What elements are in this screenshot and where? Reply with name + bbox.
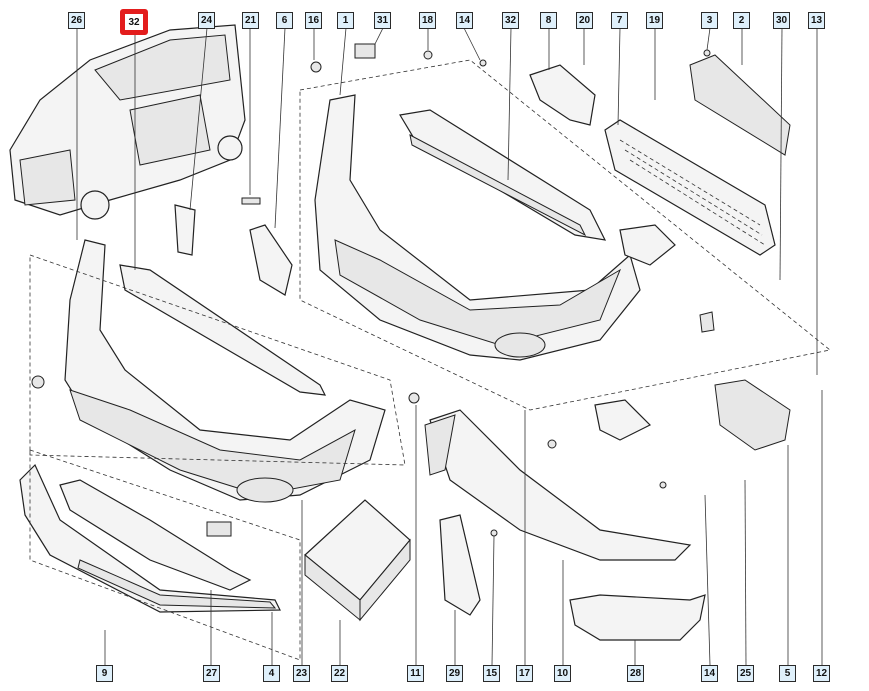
callout-32-top-10[interactable]: 32 xyxy=(502,12,519,29)
clip-small xyxy=(699,311,715,333)
callout-29-bottom-6[interactable]: 29 xyxy=(446,665,463,682)
callout-18-top-8[interactable]: 18 xyxy=(419,12,436,29)
callout-31-top-7[interactable]: 31 xyxy=(374,12,391,29)
assembly-outlines xyxy=(29,59,831,661)
callout-30-top-17[interactable]: 30 xyxy=(773,12,790,29)
callout-5-bottom-13[interactable]: 5 xyxy=(779,665,796,682)
front-bumper-lower xyxy=(64,239,386,503)
callout-10-bottom-9[interactable]: 10 xyxy=(554,665,571,682)
callout-21-top-3[interactable]: 21 xyxy=(242,12,259,29)
callout-4-bottom-2[interactable]: 4 xyxy=(263,665,280,682)
plate-bracket xyxy=(206,521,232,537)
callout-20-top-12[interactable]: 20 xyxy=(576,12,593,29)
leader-lines xyxy=(76,27,823,666)
callout-16-top-5[interactable]: 16 xyxy=(305,12,322,29)
callout-14-bottom-11[interactable]: 14 xyxy=(701,665,718,682)
callout-19-top-14[interactable]: 19 xyxy=(646,12,663,29)
callout-26-top-0[interactable]: 26 xyxy=(68,12,85,29)
bracket-24 xyxy=(174,204,196,256)
clip-group-right xyxy=(714,379,791,451)
bracket-8 xyxy=(529,64,596,126)
lower-beam-group xyxy=(424,399,692,561)
callout-7-top-13[interactable]: 7 xyxy=(611,12,628,29)
callout-1-top-6[interactable]: 1 xyxy=(337,12,354,29)
callout-8-top-11[interactable]: 8 xyxy=(540,12,557,29)
callout-22-bottom-4[interactable]: 22 xyxy=(331,665,348,682)
callout-25-bottom-12[interactable]: 25 xyxy=(737,665,754,682)
callout-32-top-1[interactable]: 32 xyxy=(120,9,148,35)
grille xyxy=(604,54,791,256)
callout-24-top-2[interactable]: 24 xyxy=(198,12,215,29)
bumper-beam-upper xyxy=(399,109,607,241)
fasteners xyxy=(241,43,711,537)
callout-14-top-9[interactable]: 14 xyxy=(456,12,473,29)
callout-28-bottom-10[interactable]: 28 xyxy=(627,665,644,682)
trim-28 xyxy=(569,594,706,641)
lower-trim-4 xyxy=(77,559,277,609)
front-bumper-upper xyxy=(314,94,641,361)
bumper-beam-lower xyxy=(119,264,327,396)
callout-12-bottom-14[interactable]: 12 xyxy=(813,665,830,682)
callout-17-bottom-8[interactable]: 17 xyxy=(516,665,533,682)
callout-27-bottom-1[interactable]: 27 xyxy=(203,665,220,682)
lip-spoiler-9 xyxy=(19,463,281,613)
callout-23-bottom-3[interactable]: 23 xyxy=(293,665,310,682)
callout-13-top-18[interactable]: 13 xyxy=(808,12,825,29)
fog-lamp-cover-upper xyxy=(619,224,676,266)
vehicle-illustration xyxy=(9,24,246,220)
side-panel-29 xyxy=(439,514,481,616)
fastener-kit-box xyxy=(304,499,411,622)
callout-3-top-15[interactable]: 3 xyxy=(701,12,718,29)
callout-15-bottom-7[interactable]: 15 xyxy=(483,665,500,682)
callout-9-bottom-0[interactable]: 9 xyxy=(96,665,113,682)
callout-6-top-4[interactable]: 6 xyxy=(276,12,293,29)
callout-11-bottom-5[interactable]: 11 xyxy=(407,665,424,682)
fog-plug xyxy=(31,375,45,389)
skid-plate-27 xyxy=(59,479,252,591)
side-cover-6 xyxy=(249,224,293,296)
callout-2-top-16[interactable]: 2 xyxy=(733,12,750,29)
